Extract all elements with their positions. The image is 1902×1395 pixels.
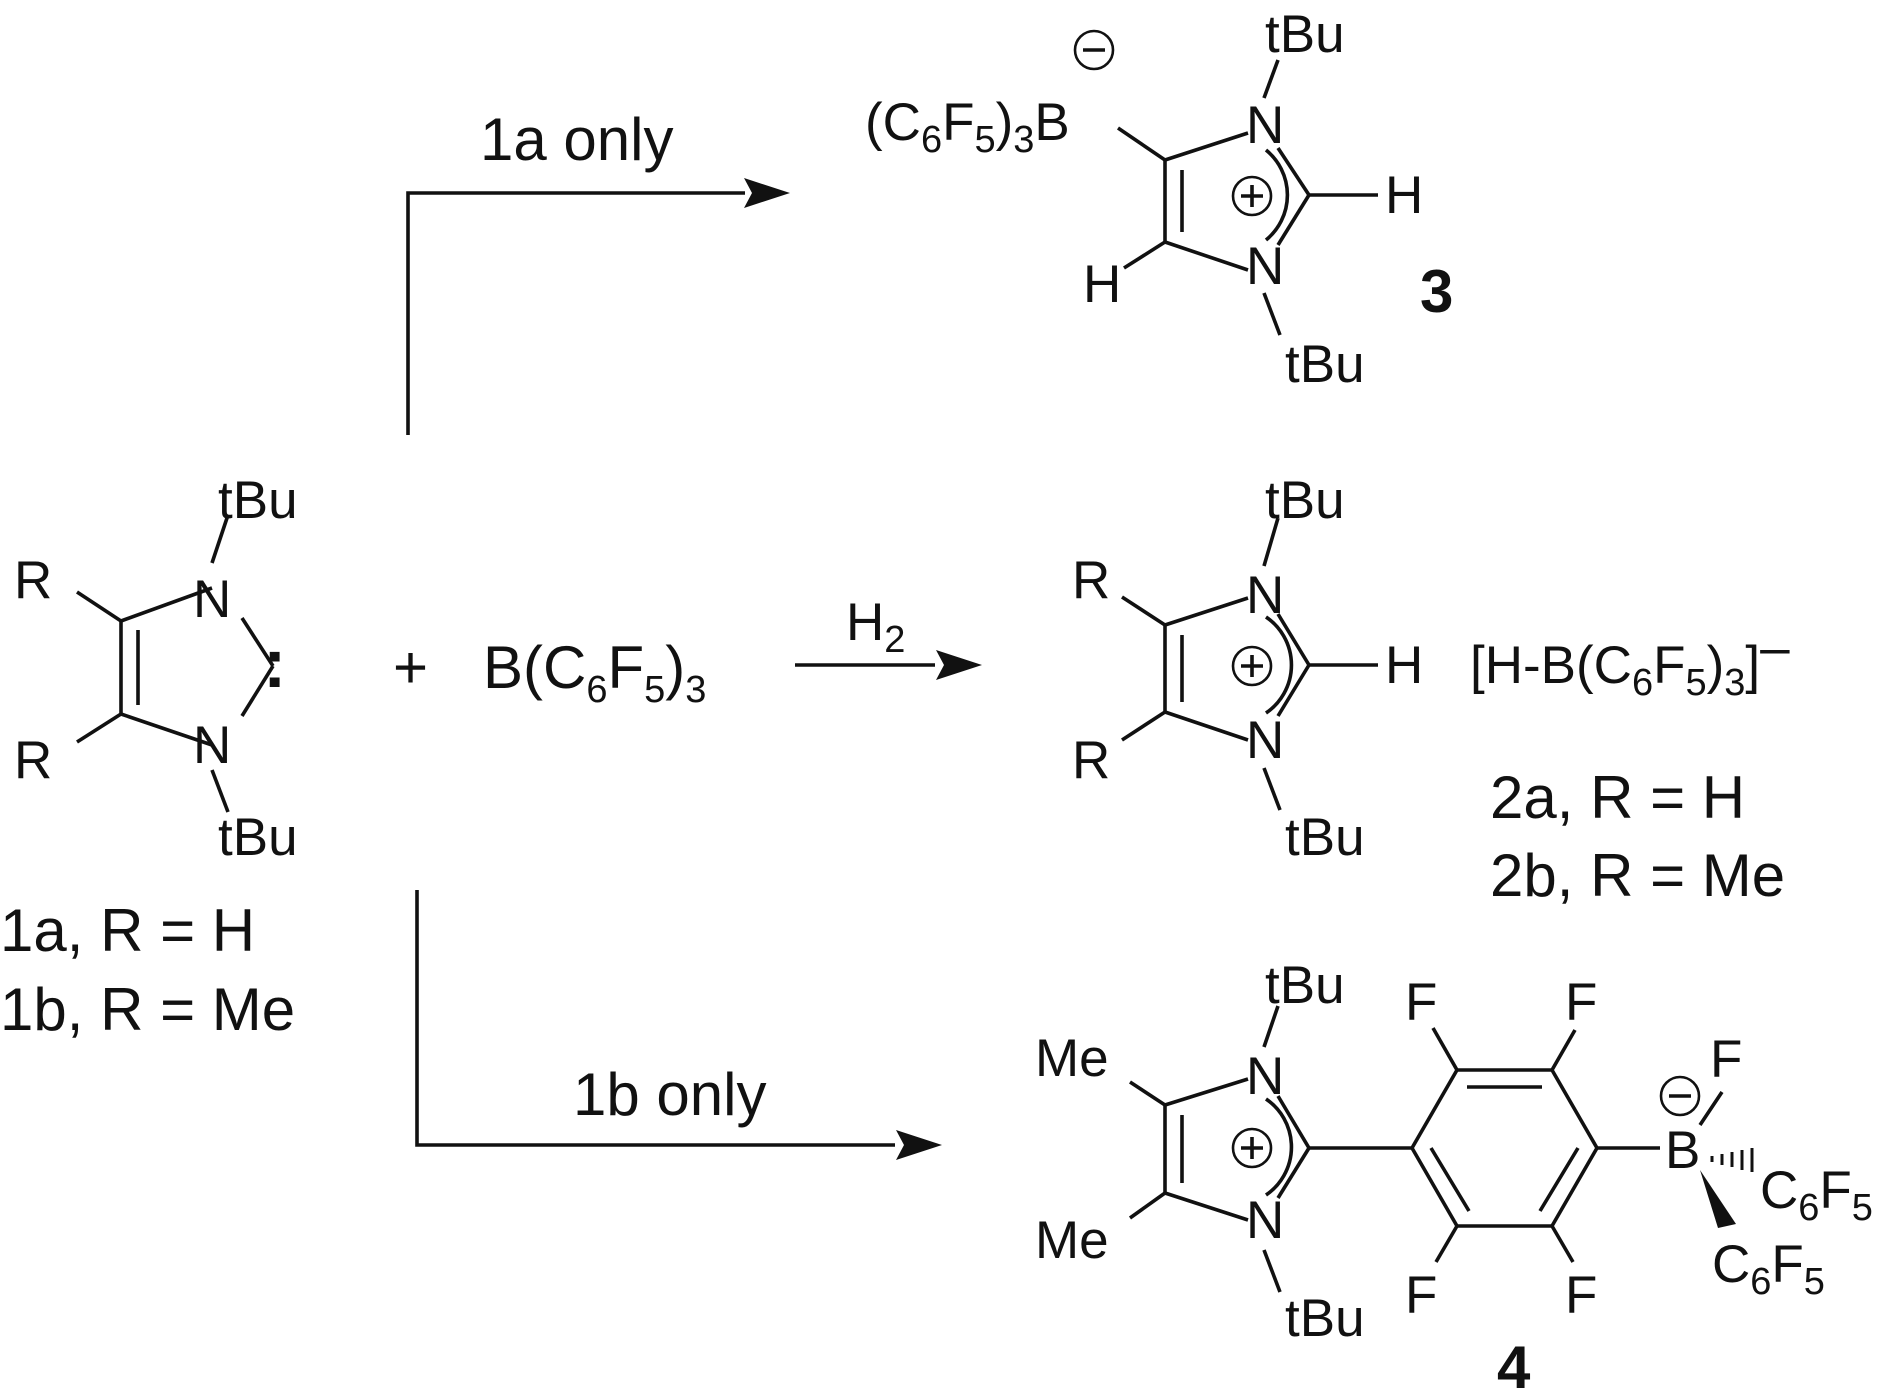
compound-3-borate-group: (C6F5)3B [865,93,1070,161]
compound-3-h-c2: H [1385,166,1423,225]
compound-4-me-top: Me [1035,1029,1109,1088]
arrow-top: 1a only [406,106,790,435]
arrow-bottom-label: 1b only [573,1061,767,1128]
compound-3-tbu-bottom: tBu [1285,335,1365,394]
arrow-middle: H2 [795,593,982,680]
compound-4-boron: B [1665,1121,1700,1180]
compound-4-c6f5-lower: C6F5 [1712,1235,1825,1303]
compound-2-tbu-bottom: tBu [1285,808,1365,867]
compound-3-n-top: N [1246,96,1284,155]
compound-1-n-top: N [193,570,231,629]
compound-4-n-top: N [1246,1047,1284,1106]
compound-4-n-bottom: N [1246,1191,1284,1250]
compound-4-me-bottom: Me [1035,1211,1109,1270]
compound-4-f-meta-top: F [1565,973,1597,1032]
compound-1b-label: 1b, R = Me [0,976,295,1043]
compound-1-tbu-top: tBu [218,471,298,530]
compound-4-tbu-top: tBu [1265,956,1345,1015]
reagent-formula: B(C6F5)3 [483,634,706,711]
arrow-bottom: 1b only [415,890,942,1160]
compound-3-number: 3 [1420,258,1453,325]
compound-2-r-bottom: R [1072,731,1110,790]
compound-4-solid-wedge [1700,1170,1736,1228]
compound-2b-label: 2b, R = Me [1490,842,1785,909]
compound-4-number: 4 [1497,1334,1531,1395]
compound-4-c6f5-right: C6F5 [1760,1161,1873,1229]
compound-4-f-meta-bottom: F [1565,1266,1597,1325]
reagent-borane: + B(C6F5)3 [393,634,706,711]
compound-1-r-top: R [14,551,52,610]
compound-2-caption: 2a, R = H 2b, R = Me [1490,764,1785,909]
reagent-plus-sign: + [393,634,428,701]
compound-1-r-bottom: R [14,731,52,790]
compound-2-tbu-top: tBu [1265,471,1345,530]
compound-2-counterion: [H-B(C6F5)3]– [1470,618,1790,704]
compound-2-n-top: N [1246,566,1284,625]
compound-3-h-c5: H [1083,255,1121,314]
arrow-top-label: 1a only [480,106,674,173]
compound-4-structure: N N Me Me tBu tBu F F F F B F C6F5 C6F5 … [1035,956,1873,1395]
compound-4-f-ortho-top: F [1405,973,1437,1032]
compound-1-n-bottom: N [193,716,231,775]
compound-2-structure: N N H R R tBu tBu [H-B(C6F5)3]– [1072,471,1790,867]
compound-4-f-boron: F [1710,1030,1742,1089]
compound-4-tbu-bottom: tBu [1285,1289,1365,1348]
compound-3-n-bottom: N [1246,237,1284,296]
compound-3-tbu-top: tBu [1265,5,1345,64]
compound-1-carbene-lone-pair: : [263,624,286,702]
compound-1-structure: N N R R : tBu tBu [14,471,298,867]
compound-4-hashed-bond [1710,1148,1754,1172]
arrow-middle-label: H2 [846,593,905,661]
compound-2-n-bottom: N [1246,711,1284,770]
compound-1a-label: 1a, R = H [0,897,255,964]
compound-2-h-c2: H [1385,636,1423,695]
compound-4-f-ortho-bottom: F [1405,1266,1437,1325]
compound-1-tbu-bottom: tBu [218,808,298,867]
compound-2-r-top: R [1072,551,1110,610]
compound-3-structure: N N H H tBu tBu (C6F5)3B 3 [865,5,1453,394]
compound-2a-label: 2a, R = H [1490,764,1745,831]
compound-1-caption: 1a, R = H 1b, R = Me [0,897,295,1043]
